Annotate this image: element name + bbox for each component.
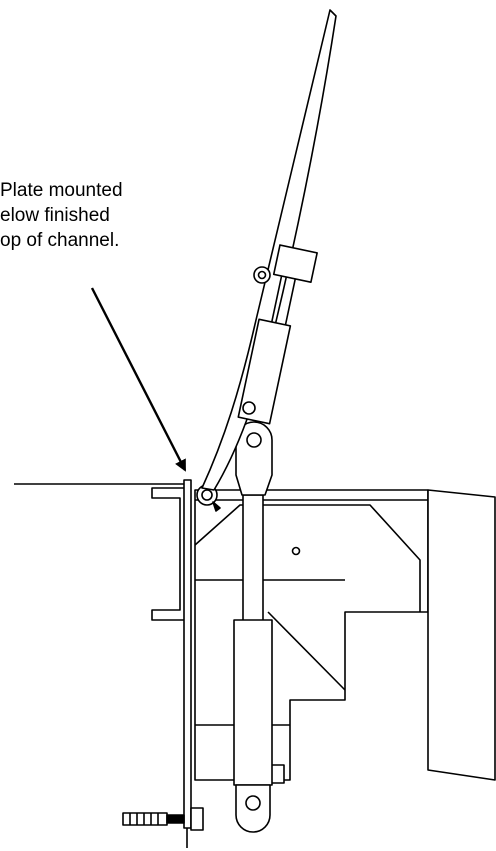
callout-line-1: Plate mounted bbox=[0, 180, 123, 201]
actuator-barrel bbox=[233, 619, 273, 786]
blade-lower-pin bbox=[242, 401, 256, 415]
blade-cylinder bbox=[237, 244, 318, 425]
blade-upper-pin bbox=[253, 266, 271, 284]
callout-annotation: Plate mounted elow finished op of channe… bbox=[0, 178, 200, 253]
anchor-bolt bbox=[122, 807, 204, 831]
hinge-lug bbox=[212, 501, 221, 512]
leader-arrow bbox=[90, 287, 187, 472]
blade-upper-pin-core bbox=[257, 270, 267, 280]
steel-channel bbox=[151, 487, 189, 621]
mounting-plate bbox=[183, 479, 192, 829]
actuator-rod bbox=[242, 494, 264, 626]
internal-bracket bbox=[194, 504, 421, 612]
barrier-blade bbox=[201, 9, 337, 491]
hinge-pin bbox=[201, 489, 213, 501]
actuator-bottom-pin bbox=[245, 795, 261, 811]
lower-bracket bbox=[267, 611, 346, 691]
callout-line-3: op of channel. bbox=[0, 230, 120, 251]
housing-body bbox=[194, 489, 429, 781]
actuator-top-pin bbox=[246, 432, 262, 448]
rear-cover bbox=[427, 489, 496, 781]
mount-hole bbox=[291, 546, 301, 556]
callout-line-2: elow finished bbox=[0, 205, 110, 226]
actuator-bottom-clevis bbox=[235, 784, 271, 833]
